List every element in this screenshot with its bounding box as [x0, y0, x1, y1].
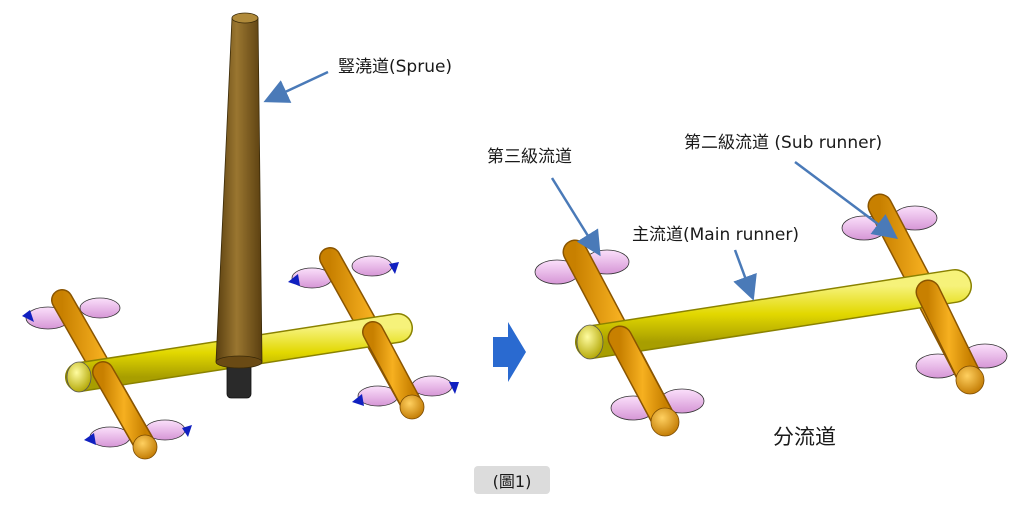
figure-caption: (圖1)	[474, 466, 550, 494]
label-secondary-runner: 第二級流道 (Sub runner)	[684, 133, 882, 153]
leader-tertiary	[550, 177, 601, 257]
right-assembly	[534, 193, 1008, 437]
leader-lines	[263, 70, 899, 301]
label-branch-runner: 分流道	[773, 425, 836, 449]
leader-main	[733, 249, 757, 301]
sprue-shape	[215, 12, 263, 399]
gate-right-bottom-right	[411, 375, 459, 397]
gate-right-top-right	[351, 255, 399, 277]
gate-left-top-right	[79, 297, 121, 319]
figure-caption-text: (圖1)	[492, 472, 532, 491]
label-tertiary-runner: 第三級流道	[487, 147, 572, 167]
gate-left-bottom-left	[84, 426, 131, 448]
leader-secondary	[794, 160, 899, 239]
leader-sprue	[263, 70, 329, 103]
gate-right-top-left	[288, 267, 333, 289]
label-sprue: 豎澆道(Sprue)	[338, 57, 452, 77]
transition-arrow-icon	[493, 322, 526, 382]
left-assembly	[22, 12, 459, 460]
left-sub-runner-front	[92, 321, 425, 460]
label-main-runner: 主流道(Main runner)	[632, 225, 799, 245]
right-main-runner	[575, 269, 972, 360]
right-sub-runner-front	[607, 279, 985, 437]
